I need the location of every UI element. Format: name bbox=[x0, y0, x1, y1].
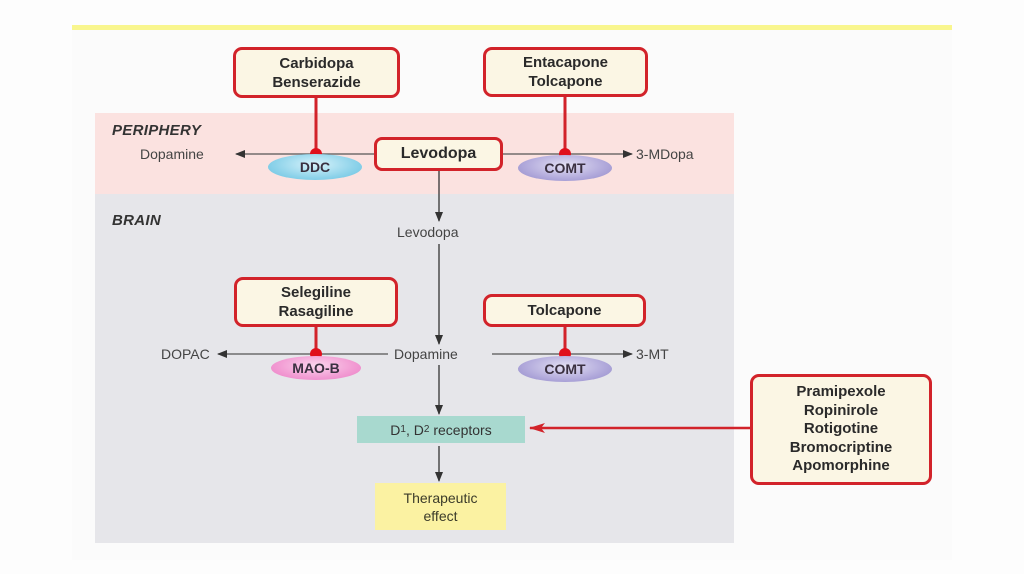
dopamine-periphery-label: Dopamine bbox=[140, 146, 204, 162]
drug-name: Tolcapone bbox=[527, 302, 602, 319]
drug-name: Apomorphine bbox=[792, 457, 890, 475]
drug-box-ddc-inhibitors: Carbidopa Benserazide bbox=[233, 47, 400, 98]
receptor-d-text: D bbox=[413, 421, 424, 438]
drug-name: Rotigotine bbox=[803, 420, 879, 438]
dopamine-brain-label: Dopamine bbox=[394, 346, 458, 362]
receptor-d-text: D bbox=[390, 421, 401, 438]
brain-label: BRAIN bbox=[112, 212, 161, 229]
drug-box-maob-inhibitors: Selegiline Rasagiline bbox=[234, 277, 398, 327]
enzyme-maob: MAO-B bbox=[271, 356, 361, 380]
3-mdopa-label: 3-MDopa bbox=[636, 146, 694, 162]
levodopa-node-periphery: Levodopa bbox=[374, 137, 503, 171]
therapeutic-effect-node: Therapeutic effect bbox=[375, 483, 506, 530]
effect-line: effect bbox=[423, 507, 458, 524]
enzyme-comt-brain: COMT bbox=[518, 356, 612, 382]
title-rule bbox=[72, 25, 952, 30]
drug-box-dopamine-agonists: Pramipexole Ropinirole Rotigotine Bromoc… bbox=[750, 374, 932, 485]
receptor-subscript: 1 bbox=[400, 424, 406, 435]
receptor-subscript: 2 bbox=[423, 424, 430, 435]
drug-name: Carbidopa bbox=[279, 54, 354, 72]
drug-box-comt-inhibitors-periphery: Entacapone Tolcapone bbox=[483, 47, 648, 97]
enzyme-comt-periphery: COMT bbox=[518, 155, 612, 181]
drug-name: Bromocriptine bbox=[789, 438, 893, 456]
3-mt-label: 3-MT bbox=[636, 346, 669, 362]
drug-name: Tolcapone bbox=[528, 73, 603, 90]
receptor-separator: , bbox=[405, 421, 414, 438]
drug-name: Entacapone bbox=[522, 54, 609, 71]
effect-line: Therapeutic bbox=[403, 489, 478, 506]
drug-name: Rasagiline bbox=[278, 303, 354, 320]
drug-name: Ropinirole bbox=[803, 401, 879, 419]
levodopa-brain-label: Levodopa bbox=[397, 224, 459, 240]
drug-name: Pramipexole bbox=[796, 383, 886, 401]
drug-box-comt-inhibitors-brain: Tolcapone bbox=[483, 294, 646, 327]
drug-name: Benserazide bbox=[272, 73, 361, 91]
receptor-suffix: receptors bbox=[429, 421, 492, 438]
periphery-label: PERIPHERY bbox=[112, 122, 202, 139]
drug-name: Selegiline bbox=[280, 284, 352, 301]
dopac-label: DOPAC bbox=[161, 346, 210, 362]
enzyme-ddc: DDC bbox=[268, 154, 362, 180]
